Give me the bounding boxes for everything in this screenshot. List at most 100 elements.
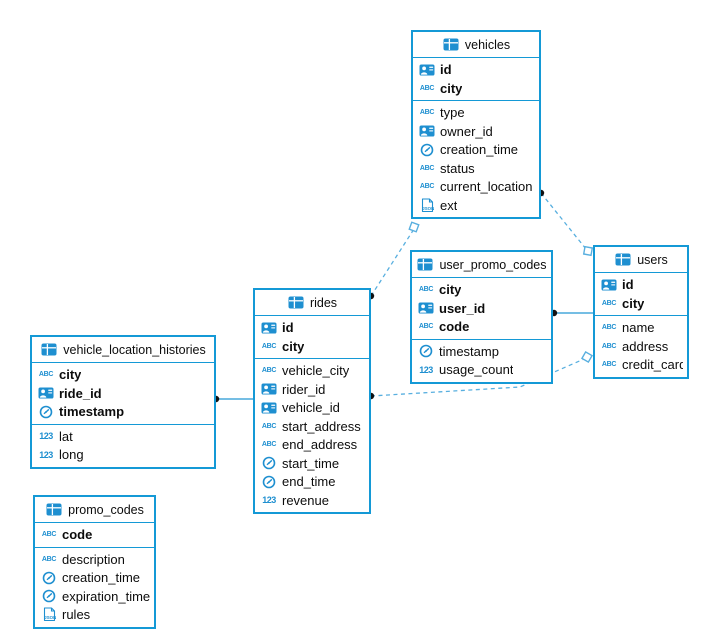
column-label: revenue: [282, 492, 329, 508]
column-row[interactable]: owner_id: [413, 122, 539, 141]
table-header[interactable]: user_promo_codes: [412, 252, 551, 278]
text-type-icon: ABC: [41, 531, 57, 539]
column-row[interactable]: 123 revenue: [255, 491, 369, 510]
datetime-type-icon: [418, 143, 436, 157]
text-type-icon: ABC: [419, 164, 435, 172]
json-type-icon: JSON: [418, 198, 436, 213]
column-row[interactable]: ABC current_location: [413, 178, 539, 197]
column-label: current_location: [440, 179, 533, 195]
table-icon: [416, 258, 434, 271]
column-label: code: [439, 319, 470, 335]
text-type-icon: ABC: [601, 342, 617, 350]
column-label: type: [440, 105, 465, 121]
table-header[interactable]: rides: [255, 290, 369, 316]
column-label: id: [622, 277, 634, 293]
column-row[interactable]: JSON rules: [35, 606, 154, 625]
datetime-type-icon: [417, 344, 435, 358]
table-title: users: [637, 252, 668, 267]
column-label: long: [59, 447, 84, 463]
column-row[interactable]: vehicle_id: [255, 399, 369, 418]
column-row[interactable]: creation_time: [413, 141, 539, 160]
table-header[interactable]: vehicles: [413, 32, 539, 58]
datetime-type-icon: [40, 589, 58, 603]
column-label: rules: [62, 607, 91, 623]
relation-line-rides-vehicles: [370, 228, 415, 297]
json-type-icon: JSON: [40, 607, 58, 622]
datetime-type-icon: [260, 456, 278, 470]
column-label: address: [622, 338, 669, 354]
table-icon: [45, 503, 63, 516]
column-label: status: [440, 160, 475, 176]
table-header[interactable]: users: [595, 247, 687, 273]
column-row[interactable]: id: [255, 319, 369, 338]
column-label: user_id: [439, 300, 486, 316]
column-row[interactable]: ride_id: [32, 384, 214, 403]
column-row[interactable]: end_time: [255, 473, 369, 492]
column-row[interactable]: expiration_time: [35, 587, 154, 606]
column-row[interactable]: ABC start_address: [255, 417, 369, 436]
column-label: start_address: [282, 418, 361, 434]
column-row[interactable]: id: [413, 61, 539, 80]
table-header[interactable]: promo_codes: [35, 497, 154, 523]
column-row[interactable]: timestamp: [32, 403, 214, 422]
column-row[interactable]: user_id: [412, 299, 551, 318]
column-row[interactable]: timestamp: [412, 342, 551, 361]
column-row[interactable]: start_time: [255, 454, 369, 473]
column-row[interactable]: id: [595, 276, 687, 295]
datetime-type-icon: [40, 571, 58, 585]
id-badge-icon: [418, 125, 436, 137]
many-side-square-marker: [408, 221, 420, 233]
column-label: vehicle_city: [282, 363, 350, 379]
text-type-icon: ABC: [261, 441, 277, 449]
svg-text:JSON: JSON: [44, 615, 56, 620]
text-type-icon: ABC: [38, 371, 54, 379]
column-label: ride_id: [59, 385, 102, 401]
column-label: expiration_time: [62, 588, 150, 604]
column-row[interactable]: rider_id: [255, 380, 369, 399]
column-label: city: [59, 367, 82, 383]
text-type-icon: ABC: [261, 422, 277, 430]
column-row[interactable]: creation_time: [35, 569, 154, 588]
column-label: timestamp: [439, 343, 499, 359]
number-type-icon: 123: [262, 495, 276, 506]
relation-line-rides-users: [370, 358, 585, 397]
table-header[interactable]: vehicle_location_histories: [32, 337, 214, 363]
text-type-icon: ABC: [419, 183, 435, 191]
column-label: timestamp: [59, 404, 125, 420]
column-row[interactable]: ABC status: [413, 159, 539, 178]
column-row[interactable]: ABC city: [32, 366, 214, 385]
column-row[interactable]: ABC address: [595, 337, 687, 356]
column-label: city: [440, 80, 463, 96]
column-label: description: [62, 551, 125, 567]
